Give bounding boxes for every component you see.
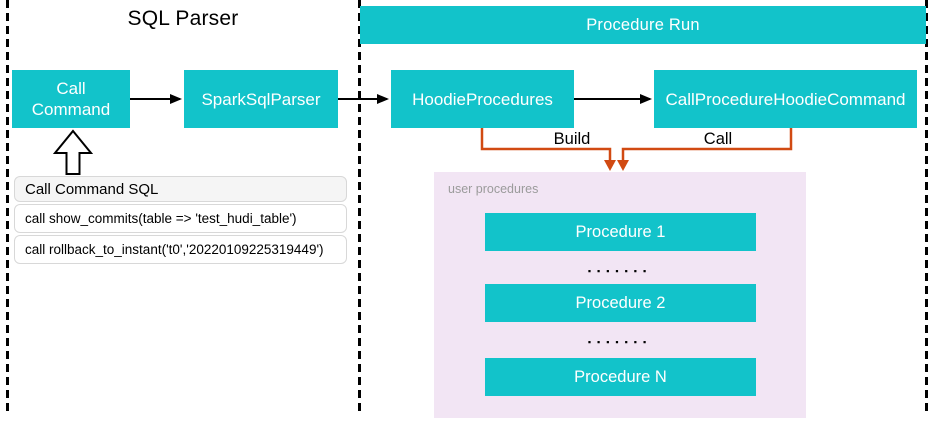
call-arrowhead-icon [617, 160, 629, 171]
edge-label-build: Build [553, 130, 591, 148]
sql-statement-show-commits: call show_commits(table => 'test_hudi_ta… [14, 204, 347, 233]
edge-label-call: Call [703, 130, 733, 148]
node-call-procedure-hoodie-command: CallProcedureHoodieCommand [654, 70, 917, 128]
user-procedures-panel: user procedures Procedure 1 ▪▪▪▪▪▪▪ Proc… [434, 172, 806, 418]
sql-panel-header: Call Command SQL [14, 176, 347, 202]
node-procedure-n: Procedure N [485, 358, 756, 396]
ellipsis-dots: ▪▪▪▪▪▪▪ [587, 266, 653, 276]
user-procedures-label: user procedures [448, 182, 539, 196]
node-procedure-2: Procedure 2 [485, 284, 756, 322]
build-arrowhead-icon [604, 160, 616, 171]
node-procedure-1: Procedure 1 [485, 213, 756, 251]
node-call-command: Call Command [12, 70, 130, 128]
section-title-sql-parser: SQL Parser [127, 7, 239, 30]
node-spark-sql-parser: SparkSqlParser [184, 70, 338, 128]
ellipsis-dots: ▪▪▪▪▪▪▪ [587, 337, 653, 347]
sql-statement-rollback: call rollback_to_instant('t0','202201092… [14, 235, 347, 264]
section-title-procedure-run: Procedure Run [360, 6, 926, 44]
middle-dashed-separator [358, 0, 361, 414]
node-hoodie-procedures: HoodieProcedures [391, 70, 574, 128]
left-dashed-separator [6, 0, 9, 414]
right-dashed-separator [925, 0, 928, 414]
up-block-arrow-icon [52, 129, 94, 175]
